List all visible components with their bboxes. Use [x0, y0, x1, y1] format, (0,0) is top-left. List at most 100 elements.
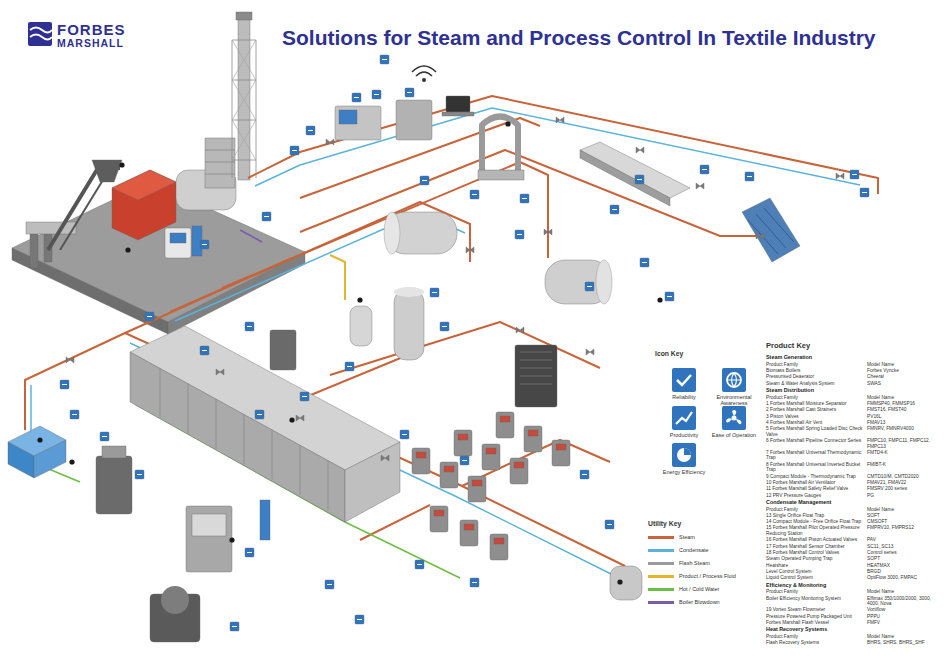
valve-symbol: [556, 117, 564, 123]
table-cell: FMTD4-K: [867, 450, 943, 456]
legend-label: Ease of Operation: [710, 432, 758, 438]
callout-dot: [119, 162, 124, 167]
table-cell: BRGD: [867, 569, 943, 575]
table-cell: Boiler Efficiency Monitoring System: [766, 596, 864, 602]
product-icon-mark: [417, 564, 422, 565]
legend-swatch: [648, 536, 674, 539]
table-cell: 12 PRV Pressure Gauges: [766, 493, 864, 499]
table-cell: Heatshare: [766, 563, 864, 569]
product-icon: [470, 578, 479, 587]
range-end: [345, 442, 400, 522]
table-cell: CMTD10/M, CMTD2020: [867, 474, 943, 480]
table-cell: Forbes Marshall Flash Vessel: [766, 620, 864, 626]
product-icon-mark: [472, 582, 477, 583]
legend-label: Productivity: [660, 432, 708, 438]
range-panel-line: [244, 414, 245, 464]
product-icon: [515, 230, 524, 239]
product-icon: [245, 322, 254, 331]
table-cell: Steam & Water Analysis System: [766, 381, 864, 387]
vessel-end: [596, 260, 612, 304]
table-cell: Product Family: [766, 589, 864, 595]
utility-pipe: [300, 150, 760, 236]
table-cell: PPPU: [867, 614, 943, 620]
utility-pipe: [125, 258, 625, 566]
product-icon-mark: [202, 350, 207, 351]
washer-side: [34, 440, 66, 478]
product-icon-mark: [72, 414, 77, 415]
bag-filter-ribs: [205, 150, 235, 174]
logo-mark: [28, 22, 52, 46]
product-icon-mark: [137, 474, 142, 475]
valve-symbol: [466, 247, 474, 253]
control-screen: [339, 110, 357, 124]
exchanger-plate: [500, 416, 510, 422]
table-cell: 18 Forbes Marshall Control Valves: [766, 550, 864, 556]
product-icon-mark: [862, 192, 867, 193]
table-cell: Forbes Vyncke: [867, 368, 943, 374]
table-heading: Steam Generation: [766, 354, 942, 360]
range-panel-line: [216, 399, 217, 449]
exchanger-plate: [472, 480, 482, 486]
product-icon: [850, 170, 859, 179]
pump-casing: [161, 586, 189, 614]
heat-exchanger-cabinet: [515, 345, 557, 407]
chimney-lattice: [232, 40, 256, 160]
icon-glyph: [722, 368, 746, 392]
table-cell: Model Name: [867, 507, 943, 513]
product-icon-mark: [637, 179, 642, 180]
key-panel: Utility KeySteamCondensateFlash SteamPro…: [645, 518, 747, 618]
washer-front: [8, 442, 34, 478]
callout-dot: [357, 297, 362, 302]
table-cell: FMST16, FMST40: [867, 407, 943, 413]
plate-heat-exchanger: [552, 440, 570, 466]
key-panel: Product KeySteam GenerationProduct Famil…: [763, 340, 946, 668]
icon-key-symbol: [672, 443, 696, 467]
product-icon-mark: [442, 326, 447, 327]
table-cell: 5 Forbes Marshall Spring Loaded Disc Che…: [766, 426, 864, 437]
valve-symbol: [544, 229, 552, 235]
logo-text: FORBES: [57, 21, 126, 38]
table-cell: SWAS: [867, 381, 943, 387]
plate-heat-exchanger: [496, 412, 514, 438]
table-cell: SOPT: [867, 556, 943, 562]
product-icon: [200, 240, 209, 249]
range-front: [130, 352, 345, 522]
flowmeter-stand: [260, 500, 270, 540]
product-icon-mark: [667, 296, 672, 297]
table-cell: Pressure Powered Pump Packaged Unit: [766, 614, 864, 620]
product-icon-mark: [852, 174, 857, 175]
product-icon: [420, 176, 429, 185]
table-cell: HEATMAX: [867, 563, 943, 569]
exchanger-plate: [434, 510, 444, 516]
dyeing-vessel: [545, 260, 611, 304]
product-icon-mark: [747, 176, 752, 177]
range-panel-line: [300, 445, 301, 495]
product-icon: [300, 392, 309, 401]
product-icon: [415, 560, 424, 569]
product-icon: [290, 146, 299, 155]
control-cabinet: [335, 106, 381, 140]
range-panel-line: [188, 383, 189, 433]
table-cell: 14 Compact Module - Free Orifice Float T…: [766, 519, 864, 525]
table-cell: 19 Vortex Steam Flowmeter: [766, 607, 864, 613]
product-icon: [700, 165, 709, 174]
product-icon-mark: [264, 216, 269, 217]
legend-label: Condensate: [679, 547, 745, 553]
product-icon-mark: [382, 59, 387, 60]
key-panel: Icon KeyReliabilityEnvironmental Awarene…: [652, 348, 760, 474]
control-screen: [170, 233, 186, 243]
u-tube-machine: [482, 117, 518, 177]
cylinder-dryer: [742, 198, 800, 262]
product-icon: [135, 470, 144, 479]
product-icon-mark: [422, 180, 427, 181]
exchanger-plate: [444, 466, 454, 472]
product-icon-mark: [257, 414, 262, 415]
table-cell: Flash Recovery Systems: [766, 640, 864, 646]
wifi-symbol: [412, 66, 436, 76]
table-cell: 11 Forbes Marshall Safety Relief Valve: [766, 486, 864, 492]
table-cell: FMPRV10, FMPRS12: [867, 525, 943, 531]
product-icon: [745, 172, 754, 181]
product-icon: [380, 55, 389, 64]
legend-label: Product / Process Fluid: [679, 573, 745, 579]
